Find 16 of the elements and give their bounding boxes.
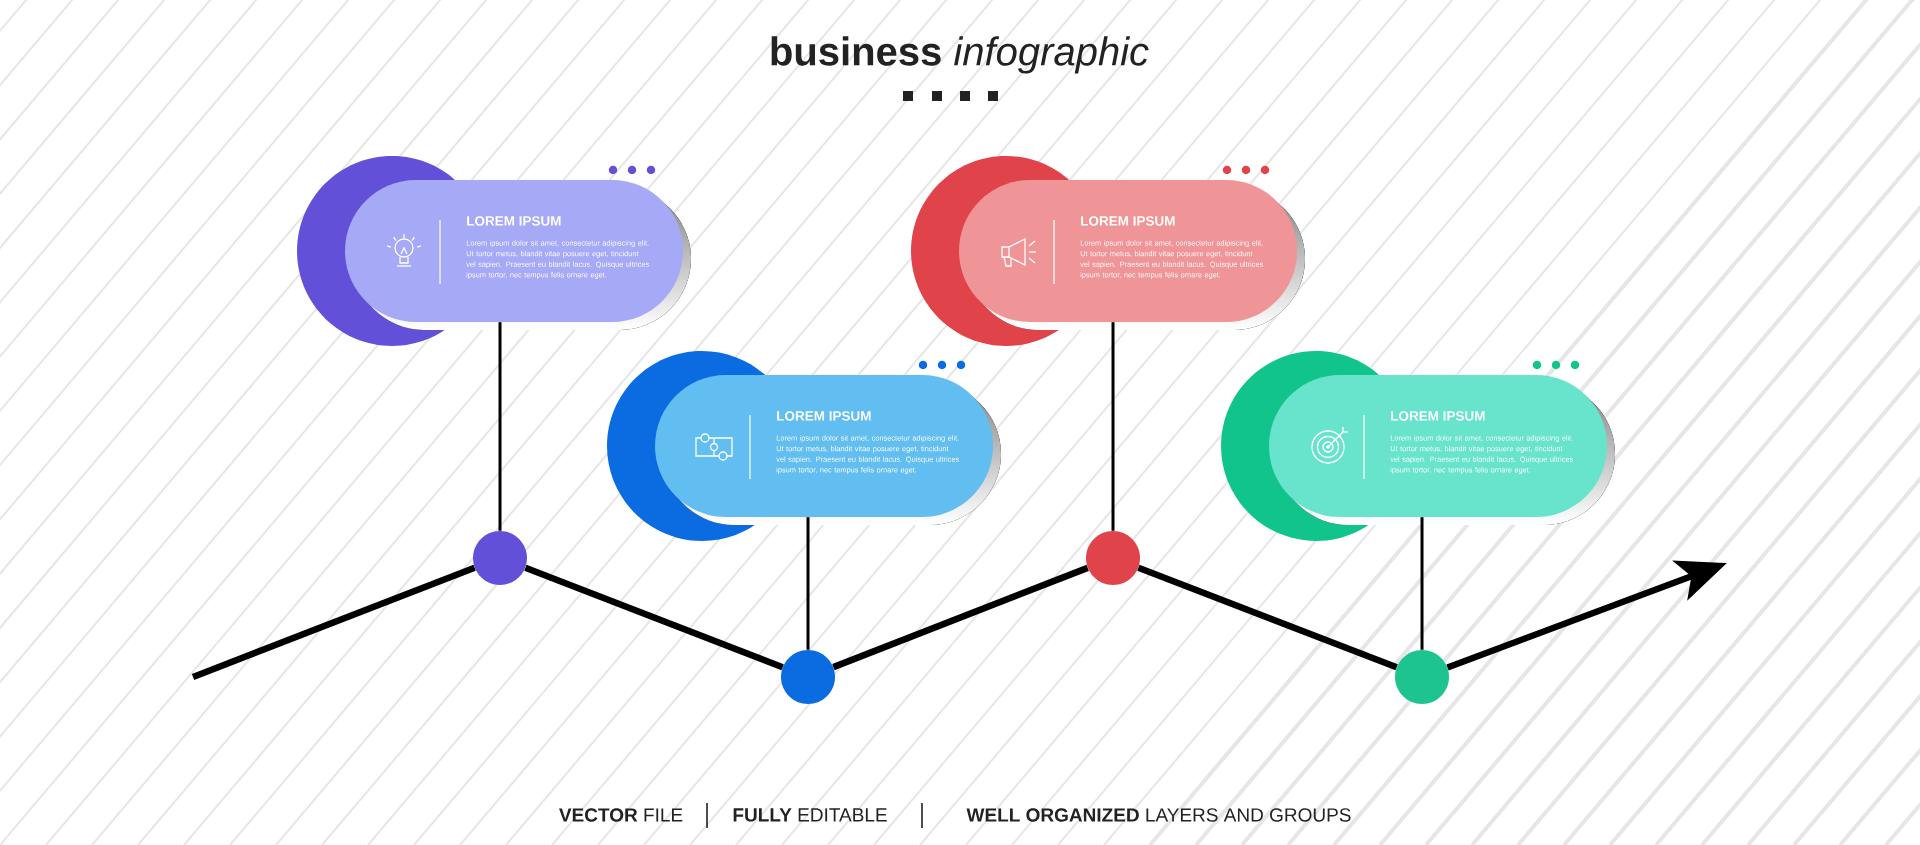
connector-line	[498, 322, 502, 531]
timeline-dot	[1086, 531, 1140, 585]
timeline-dot	[473, 531, 527, 585]
timeline-line	[191, 564, 476, 680]
footer-text: VECTOR FILE	[559, 808, 683, 822]
timeline-dot	[781, 650, 835, 704]
timeline-line	[524, 564, 784, 671]
connector-line	[806, 517, 810, 650]
title: business infographic	[771, 36, 1149, 74]
footer-text: FULLY EDITABLE	[733, 808, 887, 822]
footer-text: WELL ORGANIZED LAYERS AND GROUPS	[966, 808, 1351, 822]
timeline-dot	[1395, 650, 1449, 704]
timeline-line	[1137, 564, 1398, 671]
connector-line	[1420, 517, 1424, 650]
timeline-line	[832, 564, 1089, 671]
connector-line	[1111, 322, 1115, 531]
